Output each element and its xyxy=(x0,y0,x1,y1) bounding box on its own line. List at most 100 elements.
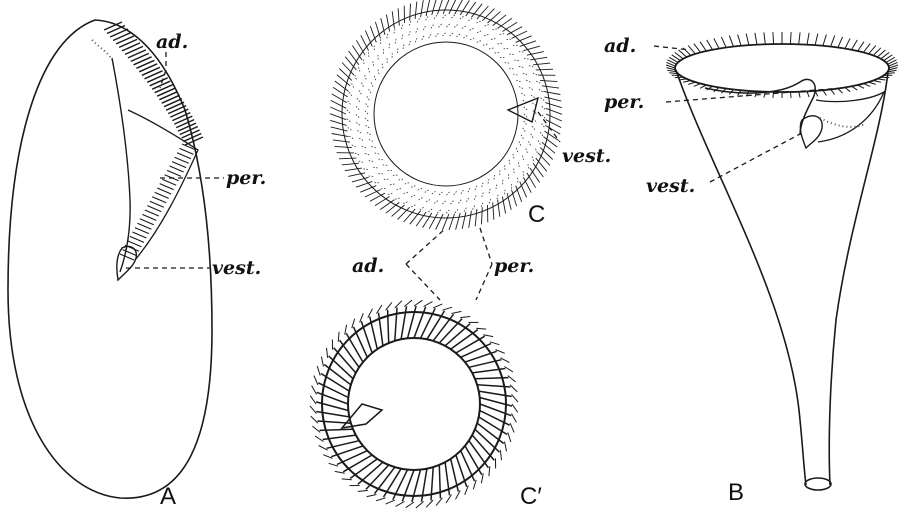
cilium xyxy=(510,385,517,392)
cilium xyxy=(508,376,516,382)
cilium xyxy=(469,211,472,228)
membranelle-dash xyxy=(363,58,364,64)
membranelle-dash xyxy=(415,37,417,43)
cilium xyxy=(542,86,559,88)
membranelle-dash xyxy=(539,89,544,92)
cilium xyxy=(164,99,182,107)
cilium xyxy=(533,63,550,65)
cilium xyxy=(700,42,706,51)
panel-b-stalk-foot xyxy=(805,478,831,490)
membranelle-dash xyxy=(457,33,462,37)
cilium xyxy=(180,148,194,154)
cilium xyxy=(424,302,433,307)
membranelle-dash xyxy=(427,209,432,213)
membranelle-dash xyxy=(454,209,458,214)
panel-c-inner-ring xyxy=(374,42,518,186)
label-a-vest: vest. xyxy=(212,257,261,279)
cilium xyxy=(845,38,850,48)
label-c-vest: vest. xyxy=(562,145,611,167)
membranelle-dash xyxy=(536,81,541,84)
membranelle-dash xyxy=(366,95,369,100)
membranelle-dash xyxy=(474,186,476,192)
cilium xyxy=(406,502,414,508)
membranelle-dash xyxy=(397,47,398,53)
cilium xyxy=(493,202,494,219)
membranelle-dash xyxy=(402,33,404,39)
cilium xyxy=(404,300,412,307)
membranelle-dash xyxy=(484,34,490,36)
membranelle-dash xyxy=(498,43,504,44)
membranelle-dash xyxy=(365,102,369,107)
cilium xyxy=(145,71,163,79)
membranelle xyxy=(395,308,397,341)
membranelle-dash xyxy=(524,58,530,59)
cilium xyxy=(162,95,180,103)
membranelle-dash xyxy=(524,107,529,111)
membranelle-dash xyxy=(422,35,425,40)
membranelle-dash xyxy=(387,32,388,38)
membranelle-dash xyxy=(494,175,495,181)
panel-label-a: A xyxy=(160,483,176,510)
cilium xyxy=(838,37,843,48)
cilium xyxy=(410,4,411,21)
membranelle-dash xyxy=(516,148,518,154)
membranelle-dash xyxy=(538,141,541,146)
panel-c-prime-drawing xyxy=(310,300,518,508)
cilium xyxy=(790,32,791,44)
membranelle-dash xyxy=(496,185,497,191)
membranelle-dash xyxy=(424,190,429,193)
panel-b-drawing xyxy=(666,32,898,490)
membranelle-dash xyxy=(357,161,363,163)
cilium xyxy=(377,305,383,314)
cilium xyxy=(174,116,192,124)
leader-b-vest xyxy=(710,134,800,182)
membranelle xyxy=(439,319,462,343)
membranelle-dash xyxy=(362,169,368,170)
cilium xyxy=(421,0,424,17)
membranelle-dash xyxy=(491,38,497,39)
cilium xyxy=(729,36,733,47)
cilium xyxy=(799,32,800,44)
membranelle-dash xyxy=(438,192,443,196)
membranelle-dash xyxy=(402,202,408,204)
cilium xyxy=(869,46,876,54)
membranelle-dash xyxy=(509,68,515,69)
cilium xyxy=(157,188,171,194)
membranelle-dash xyxy=(533,73,539,75)
membranelle xyxy=(346,333,363,362)
membranelle-dash xyxy=(541,98,546,102)
membranelle-dash xyxy=(502,180,503,186)
cilium xyxy=(545,103,562,108)
membranelle-dash xyxy=(347,127,352,131)
panel-b-dotted-zone xyxy=(820,118,866,127)
cilium xyxy=(119,39,137,47)
cilium xyxy=(137,223,151,229)
membranelle-dash xyxy=(436,32,440,37)
cilium xyxy=(396,502,405,507)
membranelle-dash xyxy=(368,67,370,73)
membranelle-dash xyxy=(417,188,422,191)
panel-a-drawing xyxy=(8,20,212,498)
membranelle-dash xyxy=(518,162,519,168)
membranelle-dash xyxy=(441,201,445,205)
cilium xyxy=(545,97,562,101)
membranelle-dash xyxy=(436,210,441,214)
membranelle-dash xyxy=(433,201,438,205)
membranelle-dash xyxy=(358,138,363,141)
membranelle-dash xyxy=(373,153,379,155)
cilium xyxy=(508,432,511,442)
membranelle xyxy=(422,469,427,502)
panel-a-body-outline xyxy=(8,20,212,498)
membranelle-dash xyxy=(533,118,537,123)
cilium xyxy=(332,134,349,137)
cilium xyxy=(831,89,835,94)
cilium xyxy=(398,8,399,25)
cilium xyxy=(367,495,377,497)
label-b-vest: vest. xyxy=(646,175,695,197)
membranelle-dash xyxy=(368,51,369,57)
cilium xyxy=(352,319,355,329)
membranelle-dash xyxy=(364,74,366,80)
membranelle xyxy=(366,465,389,489)
membranelle-dash xyxy=(350,144,355,147)
membranelle-dash xyxy=(381,165,387,166)
